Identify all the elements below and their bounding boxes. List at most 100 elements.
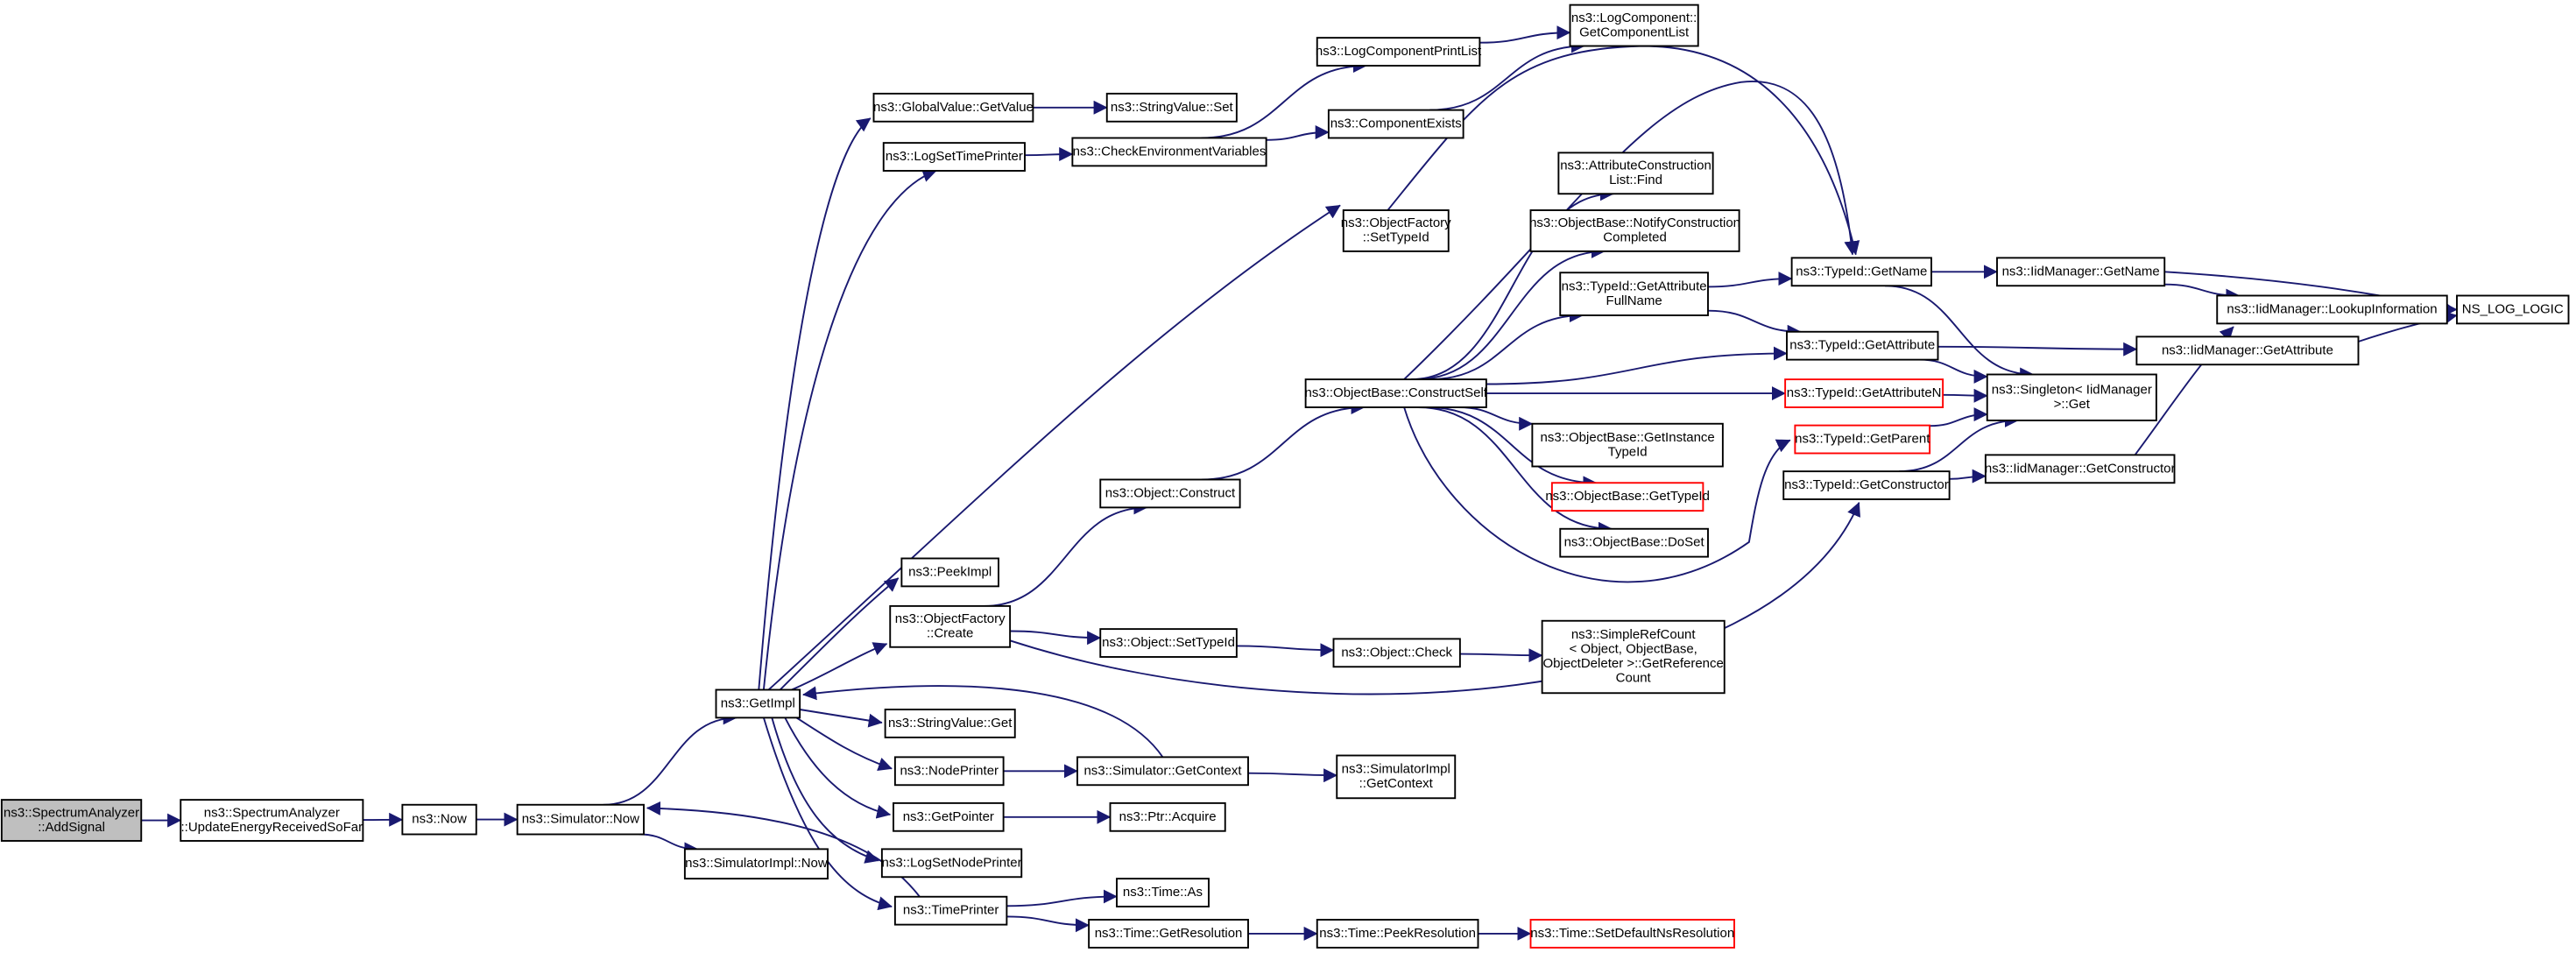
graph-node[interactable]: ns3::TypeId::GetAttribute bbox=[1786, 330, 1939, 361]
node-label: TypeId bbox=[1608, 444, 1648, 459]
graph-node[interactable]: ns3::SimpleRefCount< Object, ObjectBase,… bbox=[1541, 619, 1726, 695]
node-box bbox=[1790, 257, 1932, 287]
node-box bbox=[2216, 294, 2448, 325]
graph-node[interactable]: ns3::StringValue::Get bbox=[884, 709, 1016, 738]
graph-node[interactable]: ns3::NodePrinter bbox=[893, 756, 1005, 787]
node-box bbox=[180, 799, 364, 842]
node-label: ns3::LogComponentPrintList bbox=[1316, 44, 1482, 59]
node-box bbox=[889, 604, 1012, 648]
graph-node[interactable]: ns3::Simulator::Now bbox=[516, 803, 645, 836]
graph-node[interactable]: ns3::ObjectBase::DoSet bbox=[1559, 527, 1709, 558]
graph-node[interactable]: NS_LOG_LOGIC bbox=[2456, 294, 2570, 325]
graph-node[interactable]: ns3::Time::PeekResolution bbox=[1316, 919, 1479, 949]
node-box bbox=[1076, 756, 1249, 787]
graph-node[interactable]: ns3::SpectrumAnalyzer::UpdateEnergyRecei… bbox=[180, 799, 364, 842]
graph-node[interactable]: ns3::TimePrinter bbox=[893, 895, 1008, 926]
call-edge-n11-n12 bbox=[1479, 25, 1571, 44]
node-box bbox=[401, 803, 477, 836]
node-label: ns3::Now bbox=[412, 812, 467, 827]
node-box bbox=[1784, 378, 1944, 408]
node-label: ns3::ObjectBase::GetTypeId bbox=[1545, 489, 1710, 504]
graph-node[interactable]: ns3::IidManager::GetAttribute bbox=[2135, 335, 2360, 366]
graph-node[interactable]: ns3::Object::SetTypeId bbox=[1099, 628, 1238, 658]
node-label: >::Get bbox=[2054, 397, 2091, 412]
graph-node[interactable]: ns3::LogComponent::GetComponentList bbox=[1569, 4, 1699, 47]
call-edge-n06-n35 bbox=[791, 642, 888, 691]
graph-node[interactable]: ns3::GetPointer bbox=[893, 801, 1005, 832]
call-edge-n09-n10 bbox=[1024, 147, 1074, 162]
call-edge-n46-n47 bbox=[1006, 889, 1118, 907]
node-box bbox=[893, 801, 1005, 832]
graph-node[interactable]: ns3::TypeId::GetName bbox=[1790, 257, 1932, 287]
node-label: ns3::ObjectBase::NotifyConstruction bbox=[1529, 215, 1740, 230]
graph-node[interactable]: ns3::Ptr::Acquire bbox=[1109, 801, 1226, 832]
graph-node[interactable]: ns3::StringValue::Set bbox=[1105, 92, 1238, 123]
graph-node[interactable]: ns3::Object::Check bbox=[1332, 638, 1461, 668]
node-label: ns3::TypeId::GetName bbox=[1796, 264, 1927, 279]
graph-node[interactable]: ns3::Simulator::GetContext bbox=[1076, 756, 1249, 787]
graph-node[interactable]: ns3::ObjectFactory::Create bbox=[889, 604, 1012, 648]
node-label: Completed bbox=[1603, 230, 1667, 245]
node-label: ns3::PeekImpl bbox=[908, 564, 992, 579]
node-box bbox=[1529, 209, 1740, 252]
graph-node[interactable]: ns3::Now bbox=[401, 803, 477, 836]
graph-node[interactable]: ns3::GetImpl bbox=[715, 688, 801, 719]
node-label: ns3::LogSetNodePrinter bbox=[882, 855, 1022, 870]
call-edge-n06-n39 bbox=[799, 709, 883, 728]
graph-node[interactable]: ns3::PeekImpl bbox=[900, 557, 999, 588]
graph-node[interactable]: ns3::Time::As bbox=[1116, 878, 1210, 907]
graph-node[interactable]: ns3::TypeId::GetAttributeN bbox=[1784, 378, 1944, 408]
graph-node[interactable]: ns3::LogSetTimePrinter bbox=[882, 142, 1026, 172]
graph-node[interactable]: ns3::Object::Construct bbox=[1099, 478, 1241, 509]
graph-node[interactable]: ns3::TypeId::GetConstructor bbox=[1782, 470, 1951, 500]
node-layer: ns3::SpectrumAnalyzer::AddSignal ns3::Spe… bbox=[0, 4, 2570, 949]
node-label: ns3::ObjectFactory bbox=[1341, 215, 1451, 230]
call-edge-n22-n26 bbox=[1918, 358, 1988, 384]
call-edge-n46-n48 bbox=[1006, 915, 1090, 933]
node-label: ns3::TypeId::GetAttributeN bbox=[1787, 385, 1942, 400]
node-box bbox=[1316, 919, 1479, 949]
graph-node[interactable]: ns3::ObjectBase::NotifyConstructionCompl… bbox=[1529, 209, 1740, 252]
node-box bbox=[516, 803, 645, 836]
graph-node[interactable]: ns3::CheckEnvironmentVariables bbox=[1071, 137, 1267, 167]
node-label: ns3::Time::GetResolution bbox=[1095, 926, 1243, 941]
graph-node[interactable]: ns3::ObjectBase::GetTypeId bbox=[1545, 482, 1710, 512]
graph-node[interactable]: ns3::LogSetNodePrinter bbox=[880, 848, 1023, 879]
graph-node[interactable]: ns3::LogComponentPrintList bbox=[1316, 37, 1482, 67]
graph-node[interactable]: ns3::ComponentExists bbox=[1327, 109, 1464, 139]
call-edge-n24-n22 bbox=[1486, 346, 1788, 385]
graph-node[interactable]: ns3::SpectrumAnalyzer::AddSignal bbox=[0, 799, 143, 842]
graph-node[interactable]: ns3::ObjectBase::ConstructSelf bbox=[1305, 378, 1488, 408]
call-edge-n19-n17 bbox=[1707, 272, 1793, 288]
node-box bbox=[683, 848, 829, 880]
graph-node[interactable]: ns3::Time::SetDefaultNsResolution bbox=[1529, 919, 1735, 949]
graph-node[interactable]: ns3::IidManager::GetConstructor bbox=[1985, 454, 2176, 484]
call-edge-n24-n15 bbox=[1411, 187, 1614, 381]
graph-node[interactable]: ns3::Singleton< IidManager >::Get bbox=[1986, 373, 2157, 421]
graph-node[interactable]: ns3::SimulatorImpl::Now bbox=[683, 848, 829, 880]
node-label: ::UpdateEnergyReceivedSoFar bbox=[181, 820, 363, 835]
node-label: ns3::Singleton< IidManager bbox=[1992, 382, 2152, 397]
graph-node[interactable]: ns3::TypeId::GetParent bbox=[1794, 424, 1931, 455]
call-edge-n04-n06 bbox=[603, 710, 738, 806]
node-label: ns3::ObjectFactory bbox=[895, 611, 1006, 626]
graph-node[interactable]: ns3::ObjectFactory::SetTypeId bbox=[1341, 209, 1451, 252]
node-label: ns3::StringValue::Get bbox=[888, 716, 1013, 731]
graph-node[interactable]: ns3::SimulatorImpl::GetContext bbox=[1336, 754, 1457, 800]
call-edge-n24-n27 bbox=[1403, 406, 1791, 583]
graph-node[interactable]: ns3::Time::GetResolution bbox=[1088, 919, 1249, 949]
node-label: ns3::TypeId::GetAttribute bbox=[1789, 338, 1935, 353]
node-label: ns3::SimulatorImpl::Now bbox=[685, 856, 828, 871]
graph-node[interactable]: ns3::IidManager::LookupInformation bbox=[2216, 294, 2448, 325]
node-label: ns3::Time::PeekResolution bbox=[1319, 926, 1476, 941]
call-edge-n06-n14 bbox=[767, 204, 1341, 691]
graph-node[interactable]: ns3::IidManager::GetName bbox=[1996, 257, 2166, 287]
graph-node[interactable]: ns3::GlobalValue::GetValue bbox=[872, 92, 1034, 123]
node-box bbox=[893, 756, 1005, 787]
node-box bbox=[1794, 424, 1931, 455]
node-label: ns3::ObjectBase::ConstructSelf bbox=[1305, 385, 1488, 400]
call-edge-n06-n34 bbox=[779, 577, 900, 691]
